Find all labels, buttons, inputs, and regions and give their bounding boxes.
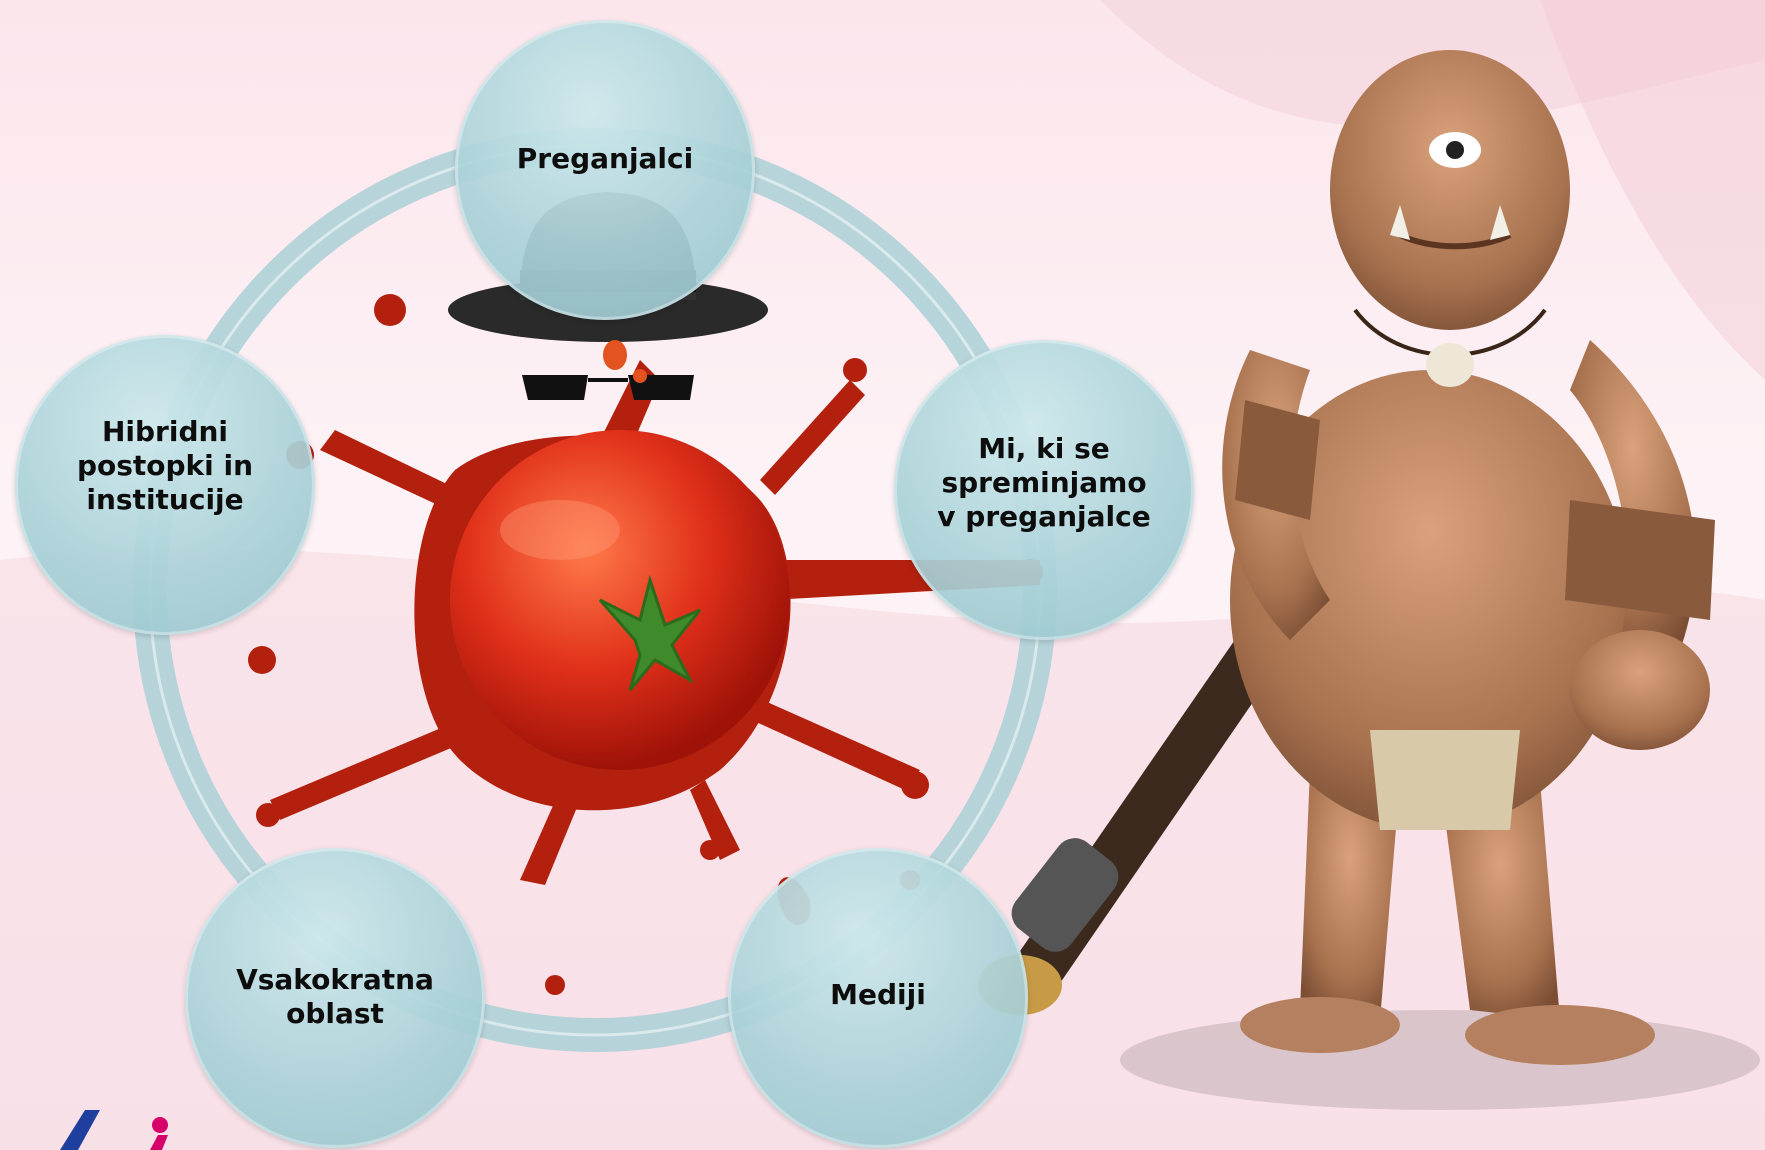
- cycle-node-vsakokratna-oblast: Vsakokratna oblast: [185, 848, 485, 1148]
- cycle-node-mediji: Mediji: [728, 848, 1028, 1148]
- cycle-node-mi-ki-se-spreminjamo: Mi, ki se spreminjamo v preganjalce: [894, 340, 1194, 640]
- node-label-vsakokratna-oblast: Vsakokratna oblast: [185, 963, 485, 1031]
- slide-title: [470, 0, 1250, 20]
- cycle-node-preganjalci: Preganjalci: [455, 20, 755, 320]
- cycle-node-hibridni-postopki: Hibridni postopki in institucije: [15, 335, 315, 635]
- node-label-mi-ki-se-spreminjamo: Mi, ki se spreminjamo v preganjalce: [894, 432, 1194, 534]
- logo-fragment: [0, 1105, 200, 1150]
- node-label-preganjalci: Preganjalci: [455, 142, 755, 176]
- node-label-mediji: Mediji: [728, 978, 1028, 1012]
- node-label-hibridni-postopki: Hibridni postopki in institucije: [15, 415, 315, 517]
